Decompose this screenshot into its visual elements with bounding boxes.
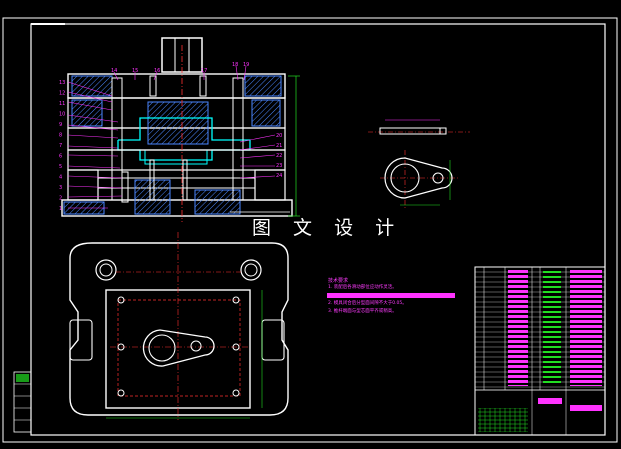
part-number-right-2: 22 (276, 153, 282, 159)
part-number-left-4: 9 (59, 122, 62, 128)
part-number-labels-left: 13 12 11 10 9 8 7 6 5 4 3 2 1 (59, 80, 65, 212)
support-plate (67, 149, 286, 171)
tech-req-item-1: 1. 装配后各滑动部位应动作灵活。 (328, 285, 397, 290)
hatch-left-mid (71, 99, 103, 127)
hatch-right-top (244, 75, 282, 97)
part-number-right-1: 21 (276, 143, 282, 149)
part-number-top-1: 15 (132, 68, 138, 74)
plan-pin-holes (117, 296, 240, 397)
left-margin-block (13, 371, 32, 433)
part-number-right-3: 23 (276, 163, 282, 169)
part-number-top-2: 16 (154, 68, 160, 74)
part-number-top-4: 18 (232, 62, 238, 68)
plan-view (69, 232, 289, 420)
tb-grid-area (478, 408, 528, 432)
leaders-right (239, 134, 276, 179)
left-margin-rows (14, 383, 31, 421)
part-number-left-6: 7 (59, 143, 62, 149)
tech-req-title: 技术要求 (328, 278, 349, 284)
part-number-left-12: 1 (59, 206, 62, 212)
leaders-top (113, 65, 247, 81)
title-block (474, 266, 606, 436)
left-margin-fill (16, 374, 29, 382)
sprue-inner (174, 37, 190, 73)
part-number-left-10: 3 (59, 185, 62, 191)
tech-req-highlight (327, 293, 455, 298)
part-top-outline (384, 157, 453, 199)
spacer-block-left (67, 169, 99, 201)
screw-2 (199, 75, 207, 97)
part-number-left-9: 4 (59, 175, 62, 181)
plan-outer-outline (69, 242, 289, 416)
tb-name-fill (570, 405, 602, 411)
front-section-view (61, 37, 300, 222)
leaders-left (67, 81, 123, 209)
part-number-top-0: 14 (111, 68, 117, 74)
return-pin (121, 171, 129, 203)
plan-part-small-hole (190, 340, 202, 352)
sprue-bushing (161, 37, 203, 73)
plan-part-large-hole (148, 334, 176, 362)
part-number-left-5: 8 (59, 133, 62, 139)
tb-fill-a (508, 270, 528, 386)
part-number-labels-right: 20 21 22 23 24 (276, 133, 282, 179)
plan-guide-bush-tr (240, 259, 262, 281)
part-side-tab (439, 127, 447, 135)
tb-code-fill (538, 398, 562, 404)
plan-guide-bush-tl-inner (99, 263, 113, 277)
plan-guide-bush-tr-inner (244, 263, 258, 277)
part-number-left-11: 2 (59, 196, 62, 202)
part-number-left-7: 6 (59, 154, 62, 160)
part-number-left-0: 13 (59, 80, 65, 86)
plan-part-outline (142, 329, 215, 367)
tb-fill-b (570, 270, 602, 386)
part-number-left-2: 11 (59, 101, 65, 107)
tb-bottom-block (474, 389, 606, 436)
part-large-hole (390, 163, 420, 193)
ejector-pin-2 (182, 159, 188, 201)
hatch-bottom-center (134, 179, 171, 215)
guide-pin-right (232, 77, 244, 201)
plan-cavity-insert (117, 299, 241, 397)
part-detail-view (368, 119, 470, 208)
part-number-labels-top: 14 15 16 17 18 19 (111, 62, 249, 74)
plan-ejector-slot-left (69, 319, 93, 361)
part-number-left-3: 10 (59, 112, 65, 118)
plan-ejector-slot-right (261, 319, 285, 361)
part-number-top-5: 19 (243, 62, 249, 68)
part-number-right-0: 20 (276, 133, 282, 139)
part-small-hole (432, 172, 444, 184)
sheet-outer-border (2, 17, 618, 443)
tech-req-item-2: 2. 模具闭合后分型面间隙不大于0.05。 (328, 301, 407, 306)
left-margin-frame (13, 371, 32, 433)
watermark-text: 图 文 设 计 (252, 217, 403, 239)
tb-fill-c (543, 270, 561, 386)
bottom-clamp-plate (61, 199, 293, 217)
part-number-top-3: 17 (201, 68, 207, 74)
screw-1 (149, 75, 157, 97)
guide-pin-left (111, 77, 123, 201)
part-number-right-4: 24 (276, 173, 282, 179)
hatch-left-top (71, 75, 113, 97)
part-number-left-8: 5 (59, 164, 62, 170)
tech-req-item-3: 3. 推杆端面与型芯面平齐或稍高。 (328, 309, 397, 314)
part-number-left-1: 12 (59, 91, 65, 97)
hatch-right-mid (251, 99, 281, 127)
sheet-inner-border (30, 23, 606, 436)
part-side-profile (379, 127, 441, 135)
ejector-pin-1 (149, 159, 155, 201)
plan-guide-bush-tl (95, 259, 117, 281)
hatch-core (147, 101, 209, 145)
